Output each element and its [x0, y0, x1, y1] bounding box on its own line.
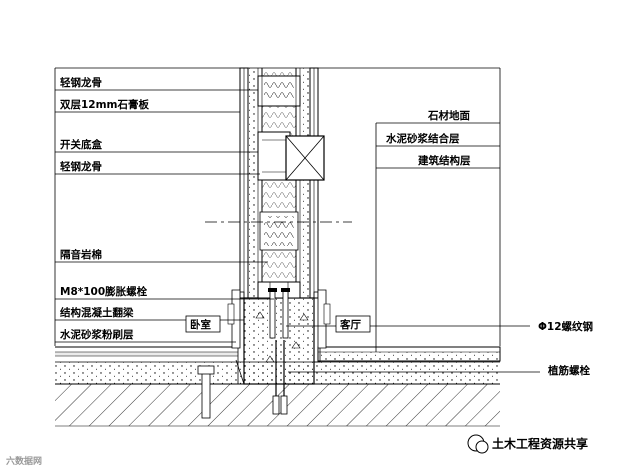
label-rebar: Φ12螺纹钢	[538, 320, 593, 333]
brand-watermark: 土木工程资源共享	[467, 434, 588, 454]
watermark-corner: 六数据网	[6, 455, 42, 467]
skirting	[227, 289, 331, 385]
right-label-group: 石材地面 水泥砂浆结合层 建筑结构层 Φ12螺纹钢 植筋螺栓	[385, 109, 593, 377]
label-concrete-beam: 结构混凝土翻梁	[60, 306, 134, 319]
room-label-bedroom-box: 卧室	[185, 315, 221, 333]
label-steel-keel-mid: 轻钢龙骨	[60, 160, 102, 173]
label-structural-layer: 建筑结构层	[417, 154, 471, 167]
top-steel-keel	[257, 75, 301, 107]
label-stone-floor: 石材地面	[427, 109, 470, 122]
rebar-and-anchors	[197, 340, 288, 419]
mid-steel-keel	[259, 211, 299, 251]
right-floor-finish	[317, 346, 501, 362]
watermark-brand: 土木工程资源共享	[492, 436, 588, 451]
room-label-living: 客厅	[339, 318, 361, 331]
concrete-upstand-beam	[243, 297, 315, 385]
room-label-bedroom: 卧室	[190, 318, 211, 331]
left-leaders	[54, 68, 274, 346]
label-rock-wool: 隔音岩棉	[60, 248, 102, 261]
room-label-living-box: 客厅	[335, 315, 371, 333]
bottom-track	[257, 281, 301, 299]
left-label-group: 轻钢龙骨 双层12mm石膏板 开关底盒 轻钢龙骨 隔音岩棉 M8*100膨胀螺栓…	[59, 76, 149, 341]
label-expansion-bolt: M8*100膨胀螺栓	[60, 285, 148, 298]
right-leaders	[286, 68, 501, 373]
label-gypsum-board: 双层12mm石膏板	[59, 98, 149, 111]
expansion-bolts	[268, 288, 290, 339]
label-mortar-bond-layer: 水泥砂浆结合层	[385, 132, 460, 145]
label-switch-box: 开关底盒	[60, 138, 102, 151]
left-floor-finish	[55, 346, 238, 357]
switch-box	[257, 131, 325, 181]
label-planted-bolt: 植筋螺栓	[547, 364, 590, 377]
label-cement-plaster: 水泥砂浆粉刷层	[59, 328, 134, 341]
label-steel-keel-top: 轻钢龙骨	[60, 76, 102, 89]
